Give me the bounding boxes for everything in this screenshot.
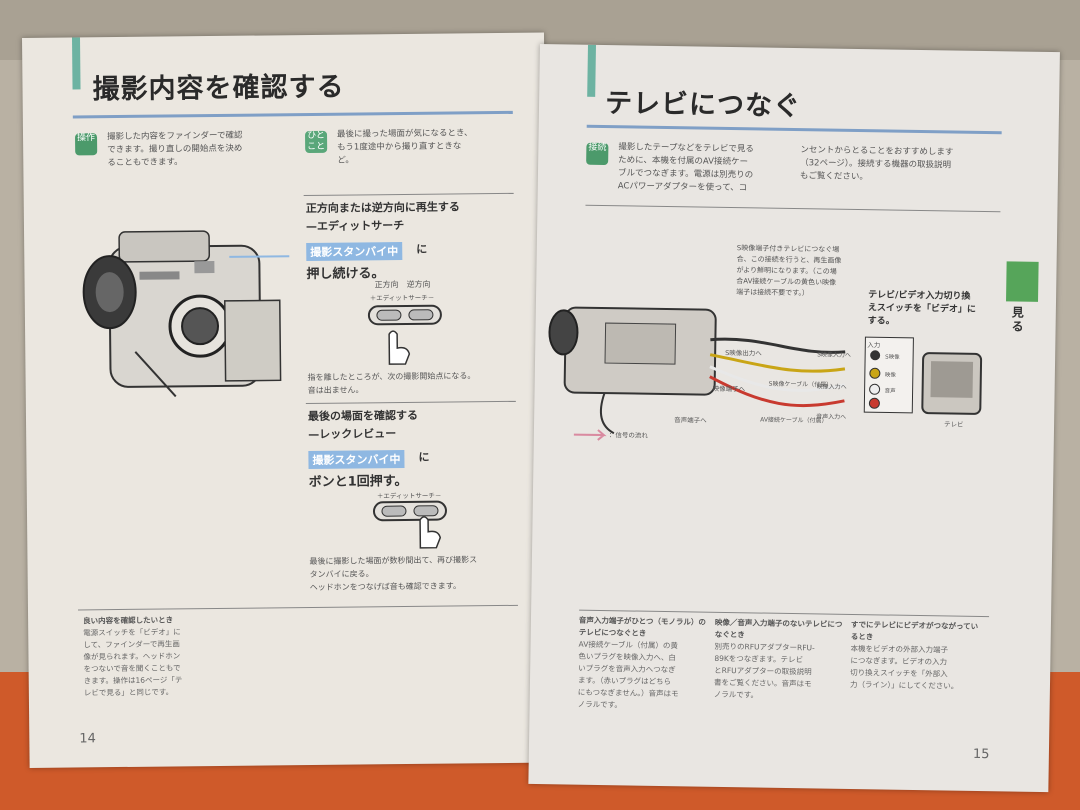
intro-text: 撮影した内容をファインダーで確認できます。撮り直しの開始点を決めることもできます… (106, 130, 243, 169)
section1-action: 押し続ける。 (306, 266, 385, 283)
edit-search-button-press-illustration (367, 304, 442, 365)
footnote-no-input-tv: 映像／音声入力端子のないテレビにつなぐとき 別売りのRFUアダプターRFU-89… (713, 617, 843, 700)
section2-note: 最後に撮影した場面が数秒間出て、再び撮影スタンバイに戻る。ヘッドホンをつなげば音… (309, 555, 478, 593)
section1-highlight: 撮影スタンバイ中 (306, 242, 403, 262)
tip-badge: ひとこと (304, 130, 328, 154)
label-audio-out: 音声端子へ (674, 416, 707, 425)
page-number: 15 (972, 746, 990, 763)
page-title: 撮影内容を確認する (92, 71, 345, 106)
intro-text-column-1: 撮影したテープなどをテレビで見るために、本機を付属のAV接続ケー ブルでつなぎま… (617, 142, 754, 194)
tip-text: 最後に撮った場面が気になるとき、もう1度途中から撮り直すときなど。 (336, 128, 473, 166)
page-title: テレビにつなぐ (604, 88, 802, 123)
label-video-out: 映像端子へ (712, 384, 746, 394)
footnote-mono-tv: 音声入力端子がひとつ（モノラル）のテレビにつなぐとき AV接続ケーブル（付属）の… (577, 615, 706, 710)
label-s-in: S映像入力へ (817, 351, 852, 359)
section2-heading: 最後の場面を確認する (307, 408, 419, 424)
side-tab-label: 見る (1011, 305, 1024, 334)
intro-badge: 接続 (586, 142, 609, 166)
title-rule (586, 124, 1002, 135)
section-side-tab (1006, 261, 1039, 302)
section2-highlight: 撮影スタンバイ中 (308, 450, 405, 470)
label-signal-flow: ：信号の流れ (608, 431, 648, 440)
section2-rule (305, 400, 516, 405)
label-tv: テレビ (944, 420, 964, 429)
title-tab (71, 37, 81, 90)
footnote-rule (77, 604, 518, 611)
footnote-vcr-connected: すでにテレビにビデオがつながっているとき 本機をビデオの外部入力端子につなぎます… (849, 619, 979, 691)
label-audio-in: 音声入力へ (816, 413, 847, 421)
label-panel-v: 映像 (884, 372, 896, 379)
intro-rule (585, 204, 1001, 213)
section2-action: ボンと1回押す。 (308, 473, 408, 491)
title-rule (72, 110, 513, 119)
left-page: 撮影内容を確認する 操作 撮影した内容をファインダーで確認できます。撮り直しの開… (22, 32, 552, 768)
label-input-panel: 入力 (867, 341, 881, 350)
section1-direction-labels: 正方向 逆方向 (374, 279, 431, 290)
label-s-video-out: S映像出力へ (725, 348, 762, 358)
footnote: 良い内容を確認したいとき 電源スイッチを「ビデオ」にして、ファインダーで再生画像… (83, 615, 183, 698)
camcorder-illustration (82, 230, 282, 398)
connection-diagram (548, 306, 983, 441)
section2-highlight-suffix: に (418, 450, 430, 464)
intro-text-column-2: ンセントからとることをおすすめします（32ページ）。接続する機器の取扱説明もご覧… (799, 145, 954, 183)
right-page: テレビにつなぐ 接続 撮影したテープなどをテレビで見るために、本機を付属のAV接… (528, 44, 1060, 793)
rec-review-button-press-illustration (372, 500, 447, 549)
page-number: 14 (79, 731, 96, 747)
label-video-in: 映像入力へ (816, 383, 847, 391)
title-tab (587, 44, 596, 97)
section1-highlight-suffix: に (416, 242, 428, 256)
s-video-note: S映像端子付きテレビにつなぐ場合、この接続を行うと、再生画像がより鮮明になります… (736, 244, 842, 298)
label-panel-a: 音声 (884, 388, 896, 395)
section1-subheading: —エディットサーチ (305, 219, 405, 234)
section1-heading: 正方向または逆方向に再生する (305, 200, 460, 216)
section1-note: 指を離したところが、次の撮影開始点になる。音は出ません。 (307, 371, 476, 396)
intro-badge: 操作 (75, 133, 98, 156)
label-panel-s: S映像 (885, 354, 900, 361)
section1-rule (303, 192, 514, 197)
section2-subheading: —レックレビュー (308, 427, 397, 442)
